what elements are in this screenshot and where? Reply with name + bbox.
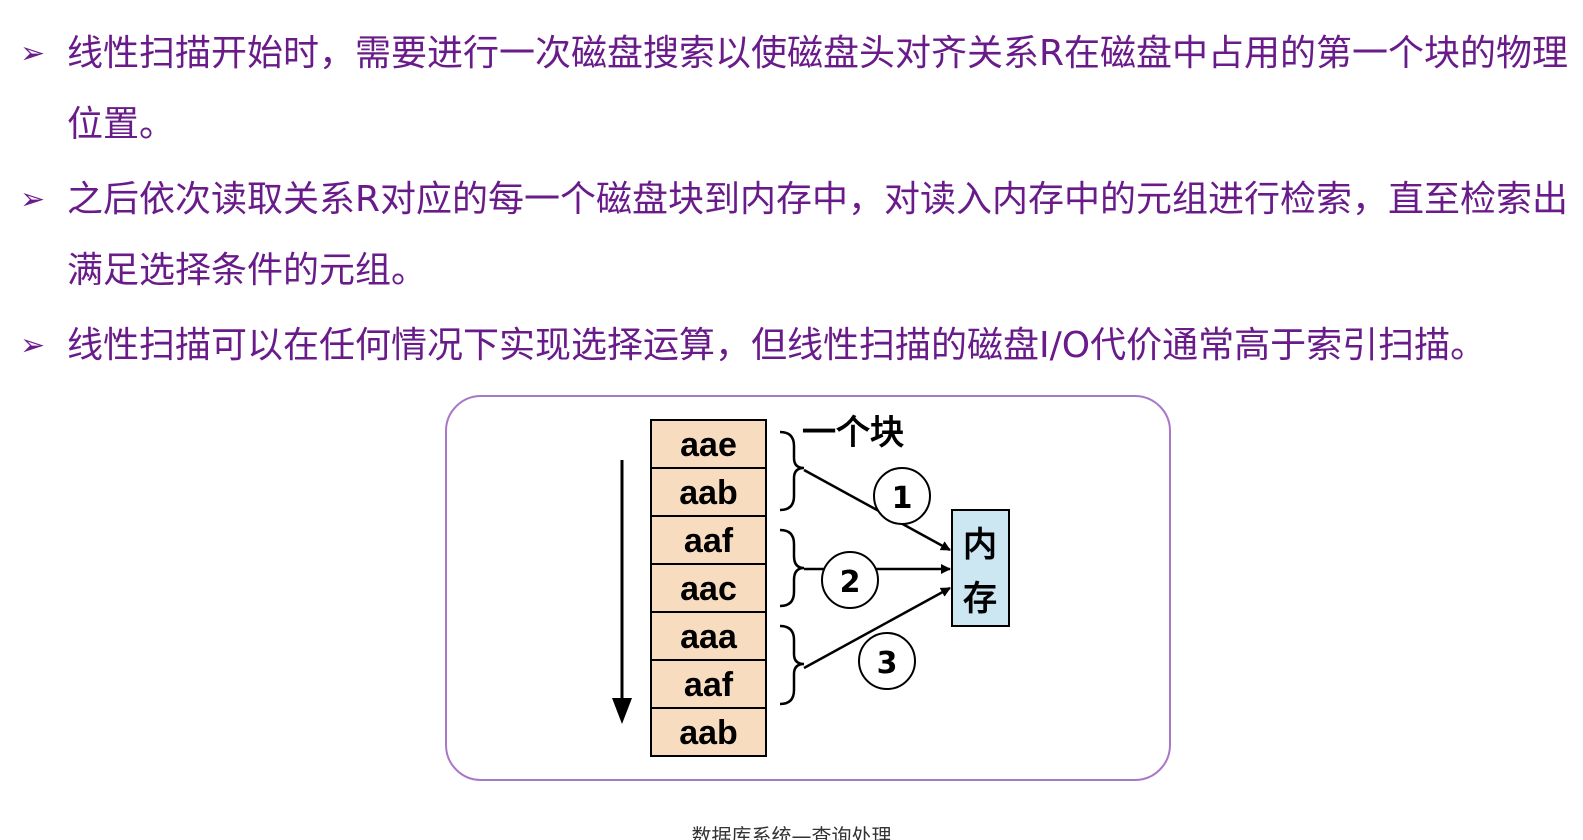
arrow-bullet-icon: ➢ — [20, 182, 46, 217]
step-3-label: 3 — [877, 646, 898, 681]
memory-label-bottom: 存 — [963, 579, 997, 619]
bullet-item-1: ➢ 线性扫描开始时，需要进行一次磁盘搜索以使磁盘头对齐关系R在磁盘中占用的第一个… — [20, 18, 1575, 160]
record-cell: aaf — [650, 659, 767, 709]
memory-label-top: 内 — [963, 525, 997, 565]
arrow-3 — [803, 586, 951, 670]
step-2-label: 2 — [840, 565, 861, 600]
step-1-label: 1 — [892, 481, 913, 516]
memory-box: 内 存 — [951, 509, 1010, 627]
bullet-list: ➢ 线性扫描开始时，需要进行一次磁盘搜索以使磁盘头对齐关系R在磁盘中占用的第一个… — [20, 18, 1575, 385]
bullet-item-3: ➢ 线性扫描可以在任何情况下实现选择运算，但线性扫描的磁盘I/O代价通常高于索引… — [20, 310, 1575, 381]
record-label: aaa — [680, 618, 738, 656]
diagram-frame — [445, 395, 1171, 781]
scan-direction-arrow — [612, 460, 632, 724]
step-3-circle: 3 — [858, 632, 916, 690]
block-braces — [779, 430, 805, 706]
arrow-bullet-icon: ➢ — [20, 36, 46, 71]
record-cell: aaa — [650, 611, 767, 661]
block-label: 一个块 — [802, 413, 904, 453]
brace-2 — [779, 528, 805, 608]
record-label: aab — [679, 714, 738, 752]
record-column: aae aab aaf aac aaa aaf aab — [650, 419, 767, 757]
record-cell: aab — [650, 707, 767, 757]
record-label: aaf — [684, 522, 734, 560]
record-cell: aab — [650, 467, 767, 517]
record-label: aac — [680, 570, 737, 608]
brace-3 — [779, 624, 805, 706]
step-1-circle: 1 — [873, 467, 931, 525]
footer-text: 数据库系统—查询处理 — [691, 824, 892, 840]
bullet-text: 线性扫描可以在任何情况下实现选择运算，但线性扫描的磁盘I/O代价通常高于索引扫描… — [67, 325, 1487, 366]
record-cell: aae — [650, 419, 767, 469]
bullet-item-2: ➢ 之后依次读取关系R对应的每一个磁盘块到内存中，对读入内存中的元组进行检索，直… — [20, 164, 1575, 306]
record-label: aaf — [684, 666, 734, 704]
bullet-text: 线性扫描开始时，需要进行一次磁盘搜索以使磁盘头对齐关系R在磁盘中占用的第一个块的… — [67, 33, 1569, 145]
arrow-bullet-icon: ➢ — [20, 328, 46, 363]
step-2-circle: 2 — [821, 551, 879, 609]
brace-1 — [779, 430, 805, 512]
record-label: aab — [679, 474, 738, 512]
record-label: aae — [680, 426, 737, 464]
record-cell: aaf — [650, 515, 767, 565]
record-cell: aac — [650, 563, 767, 613]
bullet-text: 之后依次读取关系R对应的每一个磁盘块到内存中，对读入内存中的元组进行检索，直至检… — [67, 179, 1569, 291]
